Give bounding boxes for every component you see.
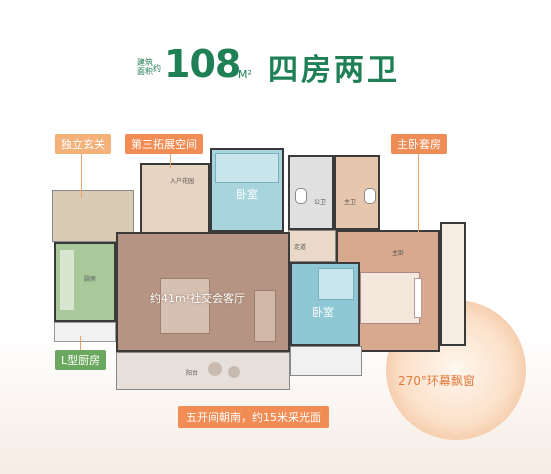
entrance-callout: 独立玄关	[55, 134, 111, 154]
bedroom-mid-label: 卧室	[312, 306, 334, 319]
bedroom-mid-bed	[318, 268, 354, 300]
area-note: 建筑 面积	[137, 58, 159, 76]
master-bed	[360, 272, 420, 324]
third-space-callout: 第三拓展空间	[125, 134, 203, 154]
balcony-chair-1	[208, 362, 222, 376]
entry-room	[140, 163, 210, 235]
balcony-chair-2	[228, 366, 240, 378]
master-suite-callout-line	[418, 146, 419, 232]
master-bed-pillow	[414, 278, 422, 318]
corridor	[288, 230, 336, 262]
kitchen-bottom	[54, 322, 116, 342]
bedroom-top-bed	[215, 153, 279, 183]
master-bath-toilet	[364, 188, 376, 204]
area-number: 108	[164, 42, 241, 86]
corridor-label: 走道	[294, 244, 307, 251]
kitchen-counter	[60, 250, 74, 310]
header: 建筑 面积 约 108 M² 四房两卫	[0, 0, 551, 100]
window-callout: 270°环幕飘窗	[398, 374, 475, 388]
area-note-approx: 约	[153, 64, 161, 73]
area-note-line1: 建筑	[137, 58, 153, 67]
area-note-line2: 面积	[137, 67, 153, 76]
kitchen-room-label: 厨房	[84, 276, 97, 283]
south-balcony-label: 阳台	[186, 370, 199, 377]
bedroom-top-label: 卧室	[236, 188, 258, 201]
living-room-label: 约41m²社交会客厅	[150, 292, 246, 305]
area-unit: M²	[238, 68, 252, 81]
master-bath-label: 主卫	[344, 199, 357, 206]
sofa	[254, 290, 276, 342]
kitchen-callout-line	[80, 336, 81, 350]
bottom-callout: 五开间朝南，约15米采光面	[178, 406, 329, 428]
master-bedroom-label: 主卧	[392, 250, 405, 257]
kitchen-callout: L型厨房	[55, 350, 107, 370]
bedroom-mid-balcony	[290, 346, 362, 376]
entry-room-label: 入户花园	[170, 178, 195, 185]
entrance-callout-line	[81, 146, 82, 198]
master-suite-callout: 主卧套房	[391, 134, 447, 154]
public-bath-label: 公卫	[314, 199, 327, 206]
public-bath-toilet	[295, 188, 307, 204]
dining-table	[160, 278, 210, 334]
third-space-callout-line	[170, 146, 171, 168]
south-balcony	[116, 352, 290, 390]
master-bay-window	[440, 222, 466, 346]
layout-title: 四房两卫	[268, 53, 400, 88]
